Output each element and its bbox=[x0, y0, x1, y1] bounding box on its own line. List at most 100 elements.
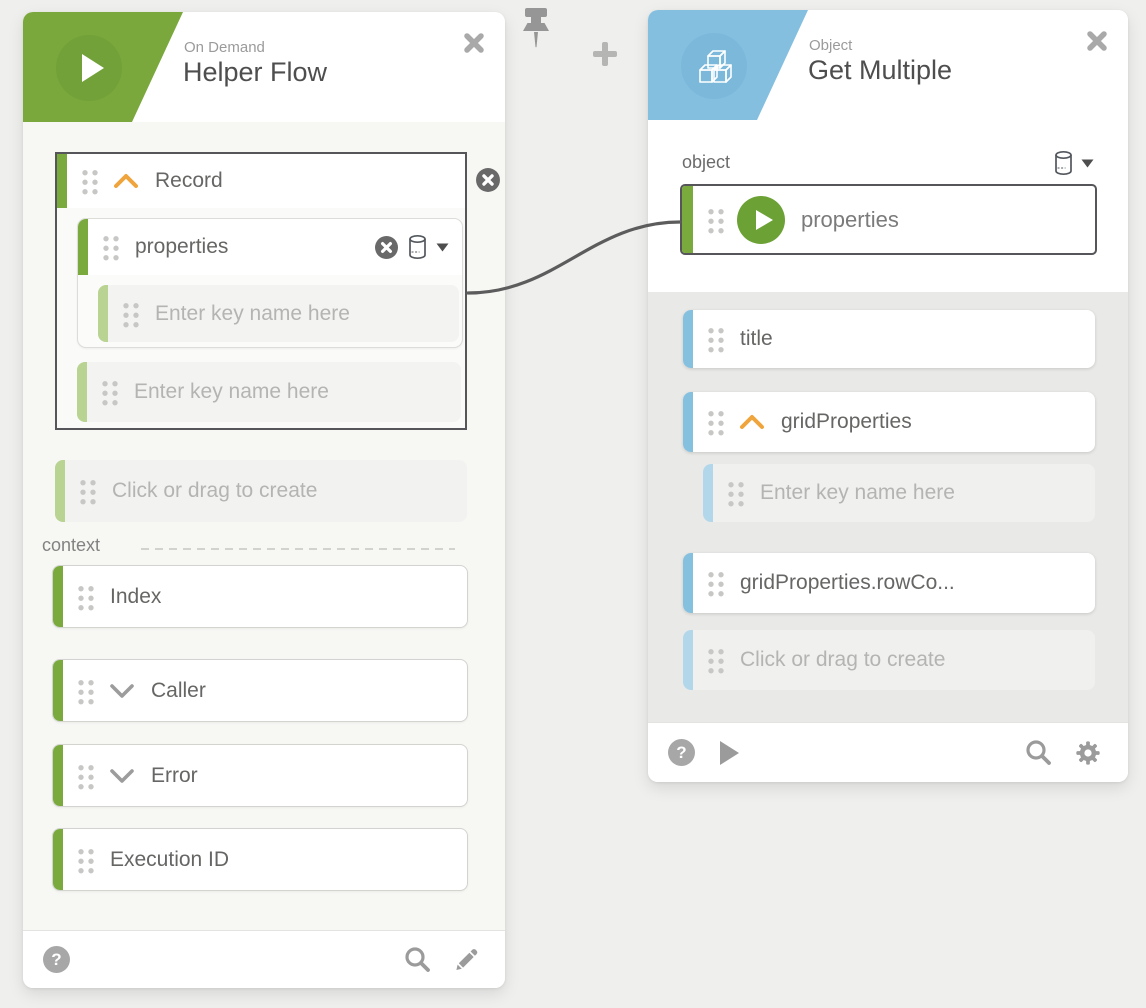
drag-handle-icon[interactable] bbox=[706, 408, 724, 436]
context-row-error[interactable]: Error bbox=[52, 744, 468, 807]
drag-handle-icon[interactable] bbox=[121, 299, 139, 328]
field-label: Index bbox=[110, 584, 162, 608]
row-accent-bar bbox=[683, 392, 693, 452]
key-name-input-row[interactable]: Enter key name here bbox=[703, 464, 1095, 522]
context-row-caller[interactable]: Caller bbox=[52, 659, 468, 722]
object-source-picker[interactable] bbox=[1054, 150, 1094, 176]
card-footer: ? bbox=[23, 930, 505, 988]
create-field-placeholder: Click or drag to create bbox=[112, 479, 318, 502]
search-icon[interactable] bbox=[404, 946, 431, 973]
context-section-label: context bbox=[42, 535, 101, 555]
card-title: Helper Flow bbox=[183, 57, 328, 87]
database-icon[interactable] bbox=[408, 234, 427, 260]
run-icon[interactable] bbox=[717, 739, 741, 767]
row-accent-bar bbox=[98, 285, 108, 342]
key-name-input-row[interactable]: Enter key name here bbox=[77, 362, 461, 422]
close-icon[interactable] bbox=[462, 31, 486, 55]
drag-handle-icon[interactable] bbox=[706, 569, 724, 597]
row-accent-bar bbox=[683, 630, 693, 690]
row-accent-bar bbox=[53, 660, 63, 721]
field-label: Caller bbox=[151, 678, 206, 702]
get-multiple-header: Object Get Multiple bbox=[648, 10, 1128, 120]
object-value-label: properties bbox=[801, 206, 899, 232]
fields-list: title gridProperties Enter key name here… bbox=[648, 292, 1128, 722]
row-accent-bar bbox=[53, 566, 63, 627]
helper-flow-card[interactable]: On Demand Helper Flow Record properti bbox=[23, 12, 505, 988]
play-icon bbox=[56, 35, 122, 101]
drag-handle-icon[interactable] bbox=[76, 845, 94, 874]
drag-handle-icon[interactable] bbox=[76, 582, 94, 611]
field-label: Error bbox=[151, 763, 198, 787]
plus-icon[interactable] bbox=[591, 40, 619, 68]
pushpin-icon[interactable] bbox=[521, 7, 551, 55]
drag-handle-icon[interactable] bbox=[706, 325, 724, 353]
chevron-up-icon[interactable] bbox=[113, 172, 139, 190]
get-multiple-card[interactable]: Object Get Multiple object pr bbox=[648, 10, 1128, 782]
field-label: Record bbox=[155, 169, 223, 192]
context-row-execution-id[interactable]: Execution ID bbox=[52, 828, 468, 891]
chevron-up-icon[interactable] bbox=[739, 413, 765, 431]
drag-handle-icon[interactable] bbox=[80, 167, 98, 195]
drag-handle-icon[interactable] bbox=[76, 761, 94, 790]
row-accent-bar bbox=[53, 829, 63, 890]
help-icon[interactable]: ? bbox=[668, 739, 695, 766]
field-row-grid-properties-rowcount[interactable]: gridProperties.rowCo... bbox=[683, 553, 1095, 613]
context-divider bbox=[141, 548, 455, 550]
drag-handle-icon[interactable] bbox=[78, 477, 96, 505]
row-accent-bar bbox=[78, 219, 88, 275]
field-label: Execution ID bbox=[110, 847, 230, 871]
drag-handle-icon[interactable] bbox=[100, 378, 118, 406]
object-value-row[interactable]: properties bbox=[680, 184, 1097, 255]
record-group: Record properties bbox=[55, 152, 467, 430]
properties-group: properties bbox=[77, 218, 463, 348]
header-accent bbox=[23, 12, 183, 122]
card-kind-label: Object bbox=[809, 37, 853, 54]
caret-down-icon bbox=[1081, 159, 1094, 167]
key-name-input-row[interactable]: Enter key name here bbox=[98, 285, 459, 342]
field-label: gridProperties.rowCo... bbox=[740, 571, 955, 594]
field-row-properties[interactable]: properties bbox=[78, 219, 462, 275]
drag-handle-icon[interactable] bbox=[101, 233, 119, 261]
row-accent-bar bbox=[703, 464, 713, 522]
row-accent-bar bbox=[683, 310, 693, 368]
header-accent bbox=[648, 10, 808, 120]
card-kind-label: On Demand bbox=[184, 39, 265, 56]
chevron-down-icon[interactable] bbox=[109, 767, 135, 785]
card-footer: ? bbox=[648, 722, 1128, 782]
row-accent-bar bbox=[77, 362, 87, 422]
key-name-placeholder: Enter key name here bbox=[760, 481, 955, 504]
key-name-placeholder: Enter key name here bbox=[155, 301, 350, 325]
field-label: properties bbox=[135, 235, 229, 258]
remove-icon[interactable] bbox=[374, 235, 399, 260]
row-accent-bar bbox=[682, 186, 693, 253]
settings-icon[interactable] bbox=[1074, 739, 1102, 767]
help-icon[interactable]: ? bbox=[43, 946, 70, 973]
field-row-title[interactable]: title bbox=[683, 310, 1095, 368]
object-section-label: object bbox=[682, 152, 731, 172]
field-row-record[interactable]: Record bbox=[57, 154, 465, 208]
flow-play-icon bbox=[737, 195, 785, 244]
create-field-row[interactable]: Click or drag to create bbox=[683, 630, 1095, 690]
create-field-placeholder: Click or drag to create bbox=[740, 648, 946, 671]
drag-handle-icon[interactable] bbox=[706, 205, 724, 234]
row-accent-bar bbox=[53, 745, 63, 806]
row-accent-bar bbox=[55, 460, 65, 522]
database-icon bbox=[1055, 150, 1072, 176]
context-row-index[interactable]: Index bbox=[52, 565, 468, 628]
card-title: Get Multiple bbox=[808, 55, 953, 85]
close-icon[interactable] bbox=[1085, 29, 1109, 53]
drag-handle-icon[interactable] bbox=[76, 676, 94, 705]
search-icon[interactable] bbox=[1025, 739, 1052, 766]
remove-record-icon[interactable] bbox=[475, 167, 501, 193]
edit-icon[interactable] bbox=[453, 947, 479, 973]
field-row-grid-properties[interactable]: gridProperties bbox=[683, 392, 1095, 452]
drag-handle-icon[interactable] bbox=[706, 646, 724, 674]
chevron-down-icon[interactable] bbox=[109, 682, 135, 700]
caret-down-icon[interactable] bbox=[436, 243, 449, 252]
key-name-placeholder: Enter key name here bbox=[134, 380, 329, 403]
field-label: gridProperties bbox=[781, 410, 912, 433]
create-field-row[interactable]: Click or drag to create bbox=[55, 460, 467, 522]
helper-flow-header: On Demand Helper Flow bbox=[23, 12, 505, 122]
drag-handle-icon[interactable] bbox=[726, 479, 744, 507]
